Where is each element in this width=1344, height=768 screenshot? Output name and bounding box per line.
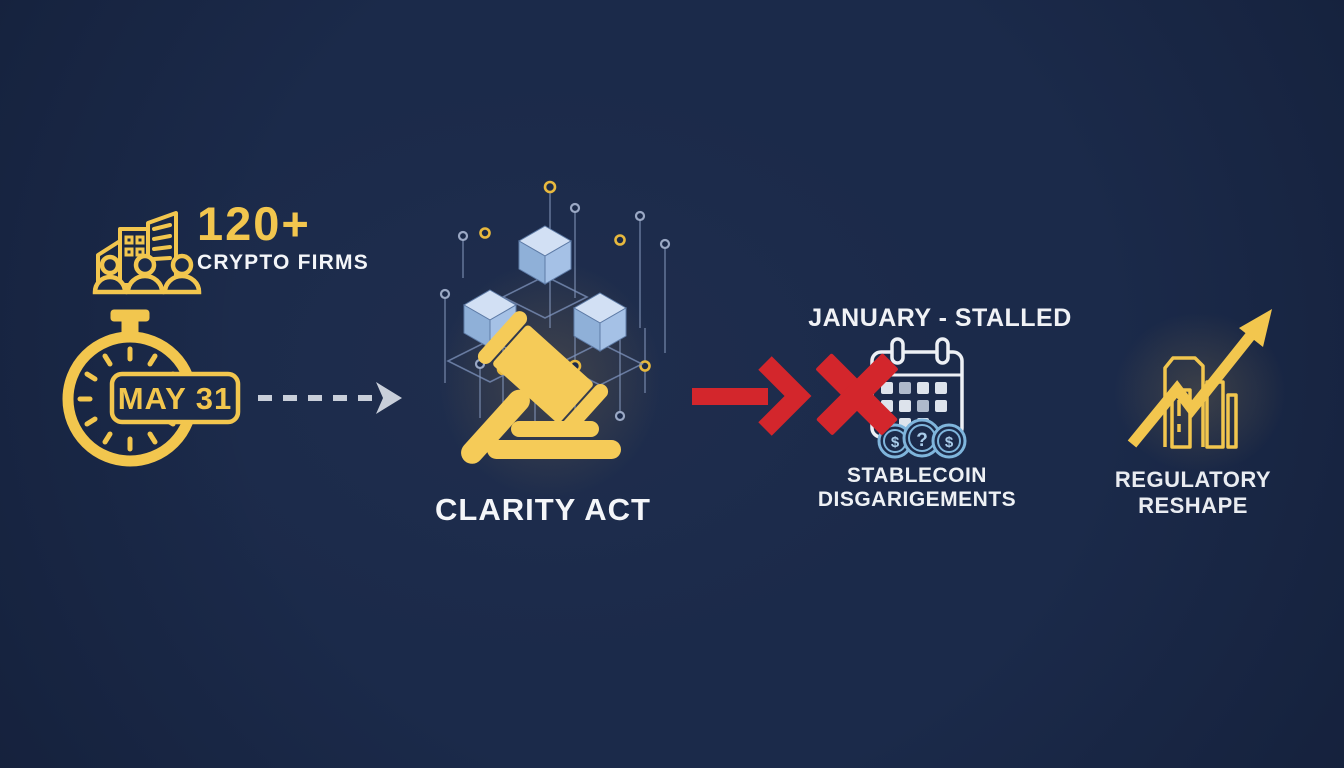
deadline-stopwatch-icon: MAY 31 — [62, 309, 241, 467]
stalled-caption: STABLECOIN DISGARIGEMENTS — [785, 464, 1049, 512]
firms-label: CRYPTO FIRMS — [197, 251, 369, 274]
firms-count: 120+ — [197, 197, 311, 250]
stalled-calendar-group: $ ? $ — [816, 337, 967, 459]
stablecoin-coins-icon: $ ? $ — [877, 418, 967, 459]
coin-symbol-2: ? — [916, 430, 928, 451]
network-nodes-gold — [479, 180, 651, 376]
regulatory-chart-icon — [1127, 309, 1272, 449]
outcome-caption: REGULATORY RESHAPE — [1061, 467, 1325, 519]
stalled-header: JANUARY - STALLED — [808, 304, 1072, 332]
red-x-icon — [816, 353, 898, 435]
coin-symbol-3: $ — [945, 434, 954, 451]
outcome-caption-line1: REGULATORY — [1114, 467, 1272, 492]
clarity-act-title: CLARITY ACT — [435, 492, 651, 527]
stalled-caption-line2: DISGARIGEMENTS — [817, 488, 1017, 511]
deadline-date-label: MAY 31 — [118, 381, 233, 416]
outcome-caption-line2: RESHAPE — [1138, 493, 1248, 518]
crypto-firms-icon — [92, 211, 202, 295]
gavel-icon — [461, 311, 621, 464]
deadline-badge — [109, 371, 241, 425]
dashed-arrow-icon — [258, 382, 402, 414]
red-arrow-icon — [692, 356, 812, 436]
crypto-firms-stat: 120+ CRYPTO FIRMS — [197, 200, 457, 275]
stalled-caption-line1: STABLECOIN — [847, 464, 987, 487]
blockchain-cubes-icon — [462, 225, 628, 352]
coin-symbol-1: $ — [891, 434, 900, 451]
clarity-act-scene — [439, 180, 671, 464]
